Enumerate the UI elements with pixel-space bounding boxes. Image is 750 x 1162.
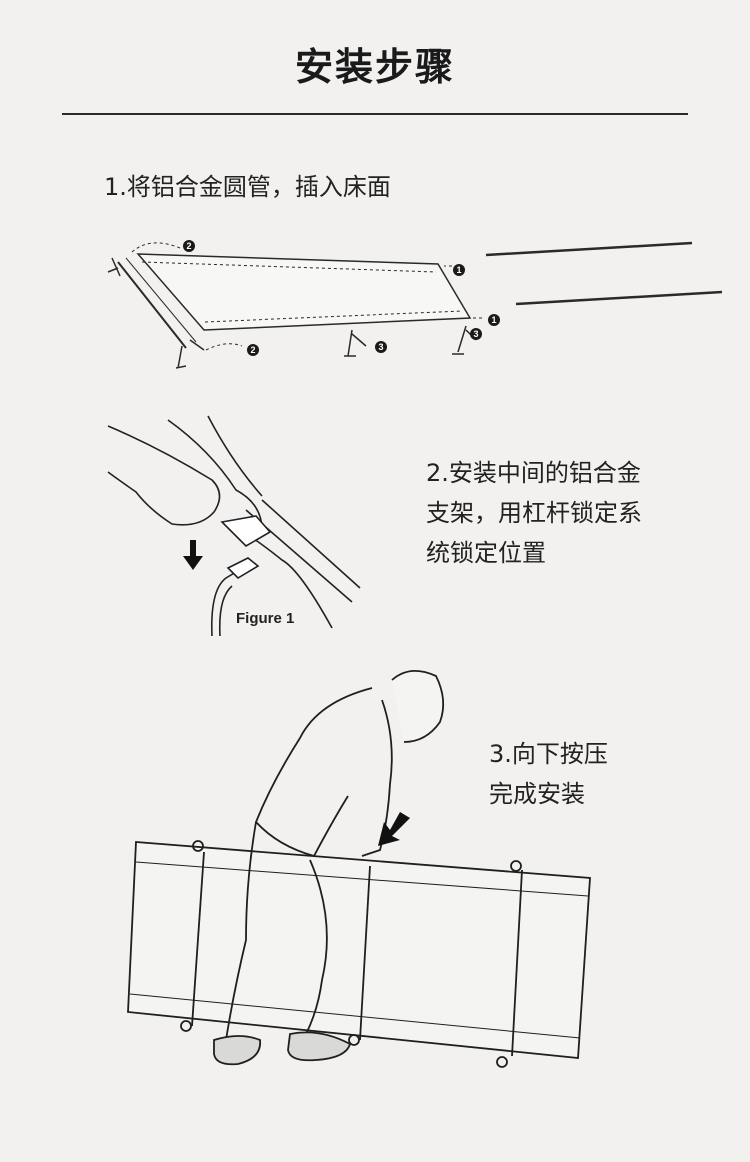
press-arrow-icon (378, 812, 410, 846)
marker-3-middle: 3 (378, 342, 383, 352)
press-down-arrow-icon (183, 540, 203, 570)
step-2-line-2: 支架，用杠杆锁定系 (426, 493, 696, 533)
marker-2-top: 2 (186, 241, 191, 251)
step-3-instruction: 3.向下按压 完成安装 (489, 734, 689, 814)
marker-1-top: 1 (456, 265, 461, 275)
step-3-line-1: 3.向下按压 (489, 734, 689, 774)
step-2-line-1: 2.安装中间的铝合金 (426, 453, 696, 493)
marker-2-bottom: 2 (250, 345, 255, 355)
page-title: 安装步骤 (0, 36, 750, 91)
marker-1-bottom: 1 (491, 315, 496, 325)
figure-label: Figure 1 (236, 610, 294, 627)
step-1-instruction: 1.将铝合金圆管，插入床面 (104, 167, 391, 207)
marker-3-right: 3 (473, 329, 478, 339)
step-1-line-1: 1.将铝合金圆管，插入床面 (104, 167, 391, 207)
title-divider (62, 113, 688, 115)
step-3-line-2: 完成安装 (489, 774, 689, 814)
step-2-instruction: 2.安装中间的铝合金 支架，用杠杆锁定系 统锁定位置 (426, 453, 696, 573)
step-2-line-3: 统锁定位置 (426, 533, 696, 573)
